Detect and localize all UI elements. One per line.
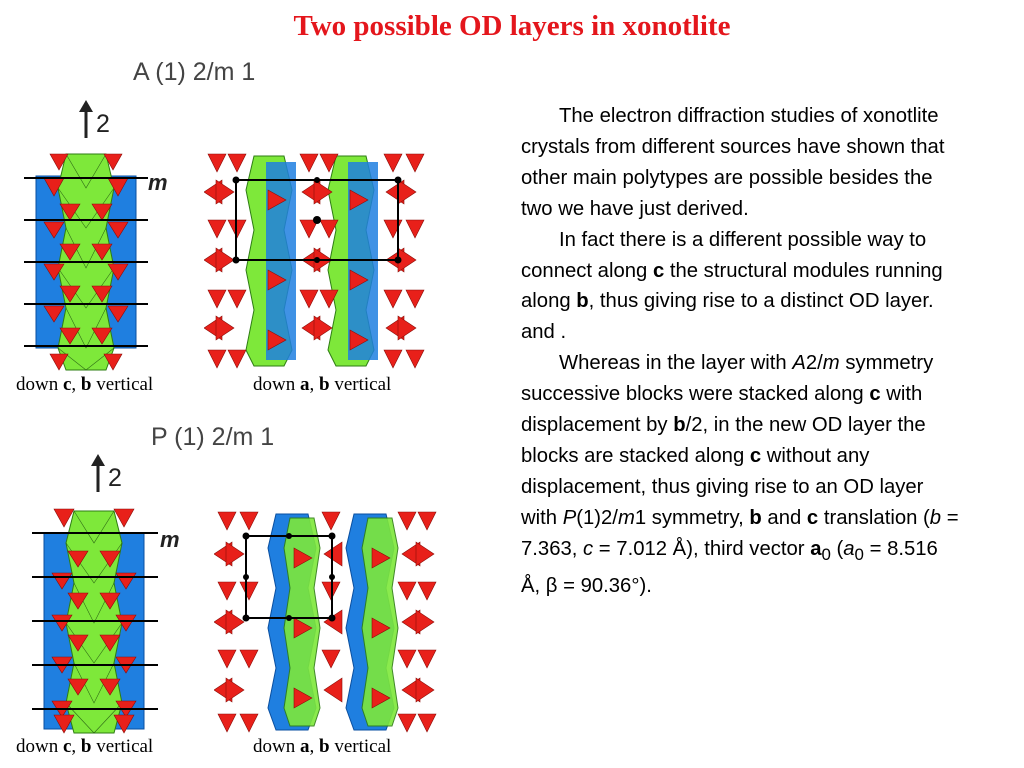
paragraph-1: The electron diffraction studies of xono…: [521, 105, 945, 220]
panel-a-caption-left: down c, b vertical: [16, 374, 154, 395]
panel-p-structure-down-c: [32, 508, 158, 734]
panel-p-structure-down-a: [214, 511, 437, 733]
panel-p-caption-left: down c, b vertical: [16, 736, 154, 757]
arrow-up-icon: [91, 454, 105, 492]
panel-p-symmetry-label: P (1) 2/m 1: [151, 423, 275, 451]
panel-a-structure-down-c: [24, 153, 148, 371]
panel-p-mirror-label: m: [160, 527, 180, 552]
panel-a-twofold-axis: 2: [76, 100, 116, 140]
twofold-axis-label: 2: [96, 110, 110, 138]
paragraph-3: Whereas in the layer with A2/m symmetry …: [521, 352, 959, 597]
panel-a-symmetry-label: A (1) 2/m 1: [133, 58, 256, 86]
panel-p-caption-right: down a, b vertical: [253, 736, 392, 757]
panel-a-structure-down-a: [204, 153, 425, 369]
twofold-axis-label: 2: [108, 464, 122, 492]
arrow-up-icon: [79, 100, 93, 138]
panel-p-twofold-axis: 2: [88, 454, 132, 498]
paragraph-2: In fact there is a different possible wa…: [521, 228, 943, 344]
body-text: The electron diffraction studies of xono…: [521, 101, 961, 602]
slide-title: Two possible OD layers in xonotlite: [293, 10, 731, 42]
panel-a-caption-right: down a, b vertical: [253, 374, 392, 395]
panel-a-mirror-label: m: [148, 170, 168, 195]
